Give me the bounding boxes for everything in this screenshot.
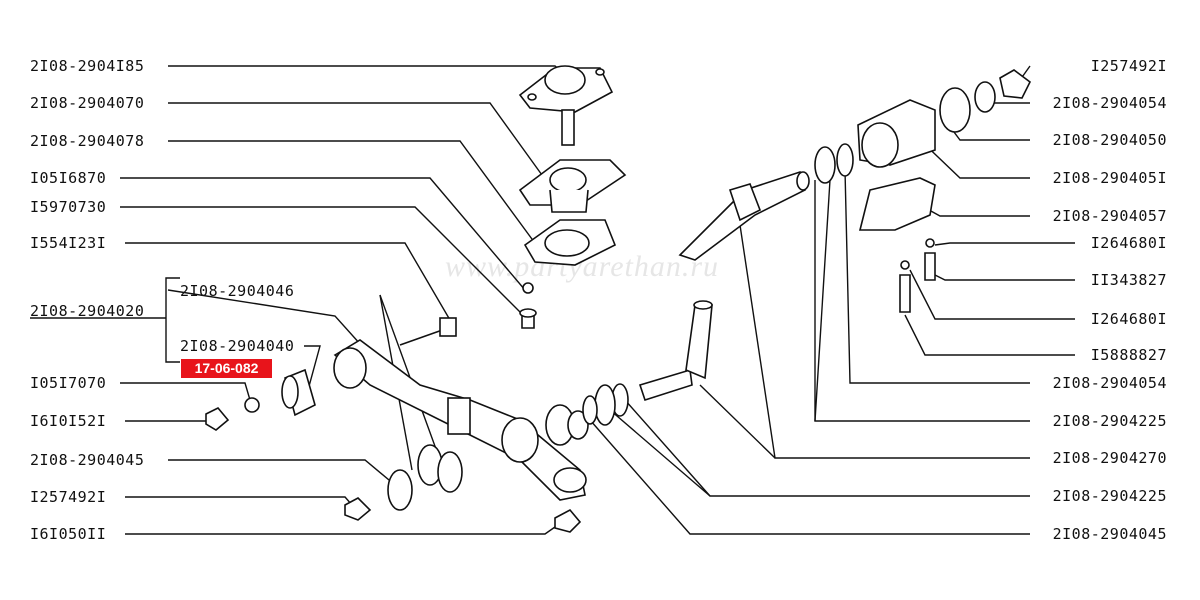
label-left-4: I05I6870 (30, 169, 107, 187)
stabilizer-assembly (582, 69, 1032, 426)
highlight-badge: 17-06-082 (194, 360, 259, 376)
label-left-10: I05I7070 (30, 374, 107, 392)
label-right-10: 2I08-2904054 (1052, 374, 1167, 392)
highlight-badge-box (181, 359, 272, 378)
label-right-9: I5888827 (1090, 346, 1167, 364)
label-left-7: 2I08-2904020 (30, 302, 145, 320)
label-right-12: 2I08-2904270 (1052, 449, 1167, 467)
label-right-13: 2I08-2904225 (1052, 487, 1167, 505)
label-right-4: 2I08-290405I (1052, 169, 1167, 187)
label-left-5: I5970730 (30, 198, 107, 216)
label-left-14: I6I050II (30, 525, 107, 543)
label-left-13: I257492I (30, 488, 107, 506)
label-right-5: 2I08-2904057 (1052, 207, 1167, 225)
label-right-14: 2I08-2904045 (1052, 525, 1167, 543)
label-left-12: 2I08-2904045 (30, 451, 145, 469)
label-left-11: I6I0I52I (30, 412, 107, 430)
label-left-9: 2I08-2904040 (180, 337, 295, 355)
label-right-6: I264680I (1090, 234, 1167, 252)
lower-arm-assembly (205, 317, 589, 533)
label-left-2: 2I08-2904070 (30, 94, 145, 112)
label-left-6: I554I23I (30, 234, 107, 252)
label-right-3: 2I08-2904050 (1052, 131, 1167, 149)
label-right-7: II343827 (1090, 271, 1167, 289)
label-right-8: I264680I (1090, 310, 1167, 328)
label-left-1: 2I08-2904I85 (30, 57, 145, 75)
label-right-1: I257492I (1090, 57, 1167, 75)
label-right-11: 2I08-2904225 (1052, 412, 1167, 430)
ball-joint-assembly (518, 65, 627, 329)
leader-lines-right (589, 65, 1075, 535)
label-left-8: 2I08-2904046 (180, 282, 295, 300)
label-right-2: 2I08-2904054 (1052, 94, 1167, 112)
label-left-3: 2I08-2904078 (30, 132, 145, 150)
leader-lines-left (30, 65, 566, 535)
